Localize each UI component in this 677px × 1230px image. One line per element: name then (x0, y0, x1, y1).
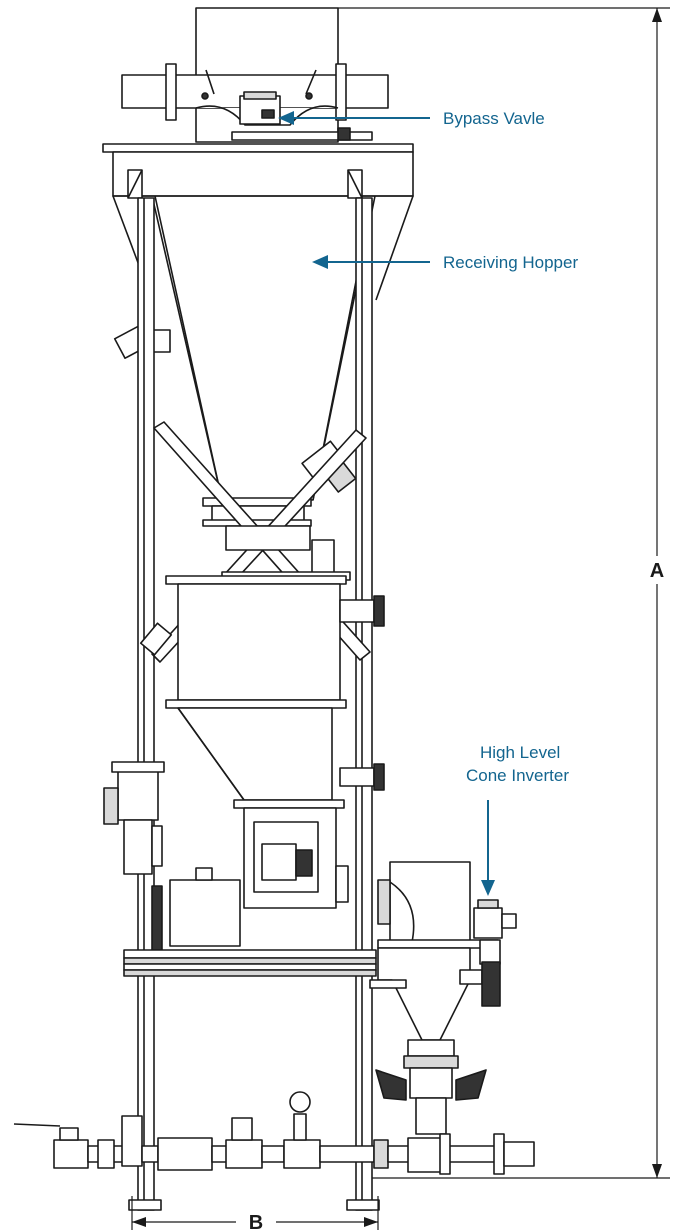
side-hopper (369, 861, 499, 1135)
bypass-valve-assembly (121, 7, 389, 143)
frame-right-leg (346, 197, 380, 1211)
dimension-a: A (338, 7, 670, 1179)
callout-receiving-hopper: Receiving Hopper (312, 253, 578, 272)
top-plate (102, 143, 414, 153)
intermediate-valve (221, 525, 351, 581)
dimension-a-label: A (650, 560, 664, 582)
drive-motor (103, 761, 241, 951)
pipeline (13, 1091, 535, 1175)
callout-receiving-hopper-label: Receiving Hopper (443, 253, 578, 272)
callout-high-level-line2: Cone Inverter (466, 766, 569, 785)
high-level-inverter (459, 899, 517, 1007)
callout-high-level-line1: High Level (480, 743, 560, 762)
feeder-assembly (233, 799, 349, 909)
callout-bypass-valve: Bypass Vavle (278, 109, 545, 128)
mid-platform (123, 949, 377, 977)
weigh-vessel (165, 575, 385, 801)
dimension-b-label: B (249, 1212, 263, 1230)
callout-bypass-valve-label: Bypass Vavle (443, 109, 545, 128)
dimension-b: B (131, 1196, 379, 1230)
callout-high-level: High Level Cone Inverter (466, 743, 569, 896)
